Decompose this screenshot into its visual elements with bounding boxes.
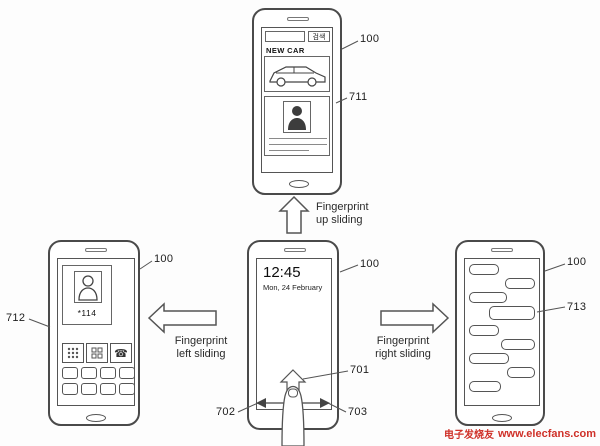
chat-bubble — [469, 292, 507, 303]
home-button — [289, 180, 309, 188]
lock-screen: 12:45 Mon, 24 February — [256, 258, 332, 410]
leader-100-left — [139, 260, 153, 270]
car-icon — [269, 66, 326, 87]
ref-label-713: 713 — [567, 301, 587, 313]
speaker-slot — [85, 248, 107, 252]
dialed-number: *114 — [77, 308, 97, 318]
dialer-key — [119, 367, 135, 379]
chat-bubble — [505, 278, 535, 289]
chat-bubble — [469, 353, 509, 364]
watermark-brand: 电子发烧友 — [443, 430, 494, 441]
speaker-slot — [284, 248, 306, 252]
ref-label-100-top: 100 — [360, 33, 380, 45]
speaker-slot — [287, 17, 309, 21]
leader-100-right — [544, 263, 566, 272]
chat-bubble — [489, 306, 535, 320]
keypad-button — [62, 343, 84, 363]
gesture-left-line2: left sliding — [176, 348, 226, 360]
smartphone-right — [455, 240, 545, 426]
headline-text: NEW CAR — [266, 46, 305, 55]
leader-100-top — [341, 40, 359, 50]
ref-label-701: 701 — [350, 364, 370, 376]
dialer-key — [62, 383, 78, 395]
ref-label-712: 712 — [6, 312, 26, 324]
dialer-screen: *114 ☎ — [57, 258, 135, 406]
dialer-key — [81, 383, 97, 395]
search-button: 검색 — [308, 31, 330, 42]
chat-screen — [464, 258, 540, 406]
person-icon — [288, 106, 306, 130]
person-image-box — [283, 101, 311, 133]
dialer-key — [81, 367, 97, 379]
address-bar — [265, 31, 305, 42]
car-image-box — [264, 56, 330, 92]
dialer-key — [100, 383, 116, 395]
dialer-key — [100, 367, 116, 379]
call-button: ☎ — [110, 343, 132, 363]
ref-label-100-center: 100 — [360, 258, 380, 270]
text-line — [269, 150, 309, 151]
text-line — [269, 144, 327, 145]
gesture-label-right: Fingerprint right sliding — [360, 335, 446, 361]
chat-bubble — [469, 381, 501, 392]
text-line — [269, 138, 327, 139]
home-button — [492, 414, 512, 422]
smartphone-top: 검색 NEW CAR — [252, 8, 342, 195]
watermark: 电子发烧友 www.elecfans.com — [443, 426, 596, 442]
up-sliding-arrow — [278, 195, 310, 234]
gesture-up-line1: Fingerprint — [316, 201, 369, 213]
right-sliding-arrow — [380, 302, 450, 334]
ref-label-100-right: 100 — [567, 256, 587, 268]
chat-bubble — [469, 325, 499, 336]
apps-button — [86, 343, 108, 363]
ref-label-703: 703 — [348, 406, 368, 418]
gesture-left-line1: Fingerprint — [174, 335, 228, 347]
clock-time: 12:45 — [263, 264, 301, 281]
gesture-right-line2: right sliding — [375, 348, 431, 360]
watermark-url: www.elecfans.com — [497, 427, 596, 440]
contact-card: *114 — [62, 265, 112, 325]
leader-712 — [28, 318, 51, 328]
chat-bubble — [501, 339, 535, 350]
contact-photo-box — [74, 271, 102, 303]
gesture-right-line1: Fingerprint — [376, 335, 430, 347]
clock-date: Mon, 24 February — [263, 283, 323, 292]
dialer-key — [119, 383, 135, 395]
smartphone-center: 12:45 Mon, 24 February — [247, 240, 339, 430]
home-button — [86, 414, 106, 422]
chat-bubble — [469, 264, 499, 275]
dialer-key — [62, 367, 78, 379]
phone-icon: ☎ — [114, 347, 128, 360]
left-sliding-arrow — [147, 302, 217, 334]
contact-person-icon — [78, 275, 98, 301]
article-box — [264, 96, 330, 156]
smartphone-left: *114 ☎ — [48, 240, 140, 426]
gesture-label-left: Fingerprint left sliding — [158, 335, 244, 361]
gesture-up-line2: up sliding — [316, 214, 363, 226]
apps-grid-icon — [91, 347, 103, 359]
chat-bubble — [507, 367, 535, 378]
speaker-slot — [491, 248, 513, 252]
ref-label-100-left: 100 — [154, 253, 174, 265]
ref-label-702: 702 — [216, 406, 236, 418]
keypad-icon — [67, 347, 79, 359]
leader-100-center — [339, 264, 359, 273]
browser-screen: 검색 NEW CAR — [261, 27, 333, 173]
gesture-label-up: Fingerprint up sliding — [316, 201, 369, 227]
ref-label-711: 711 — [349, 91, 368, 103]
